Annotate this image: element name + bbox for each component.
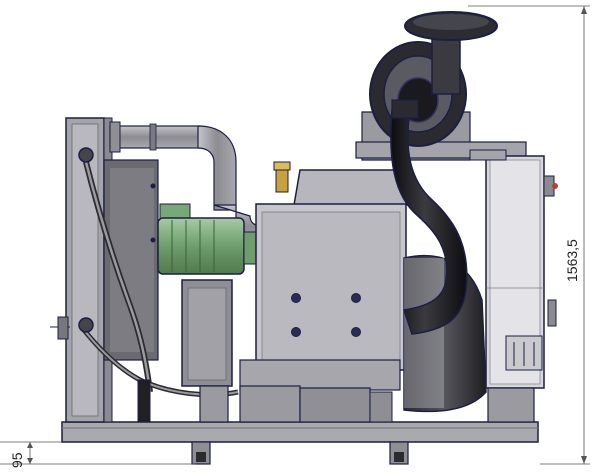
engine-bolt — [291, 327, 301, 337]
overall-height-label: 1563,5 — [564, 239, 580, 282]
engine-top-cover — [293, 169, 411, 206]
brass-fitting — [273, 161, 291, 193]
engine-block — [239, 203, 407, 423]
mounting-foot-left — [191, 441, 211, 465]
mounting-foot-right — [389, 441, 409, 465]
engine-bolt — [351, 327, 361, 337]
engine-bolt — [291, 293, 301, 303]
air-intake-assembly — [355, 11, 527, 335]
base-frame — [61, 421, 539, 443]
dimension-base-height: 95 — [0, 441, 196, 468]
control-cabinet — [369, 149, 558, 423]
engine-bolt — [351, 293, 361, 303]
hose-fitting-top — [78, 147, 94, 163]
radiator-frame — [50, 117, 113, 423]
pump-motor — [157, 203, 259, 275]
exhaust-duct — [390, 109, 468, 335]
drain-pipe — [137, 379, 151, 423]
hose-fitting-bottom — [78, 317, 94, 333]
base-height-label: 95 — [9, 452, 25, 468]
filter-housing — [181, 279, 233, 423]
dimension-overall-height: 1563,5 — [468, 5, 590, 465]
